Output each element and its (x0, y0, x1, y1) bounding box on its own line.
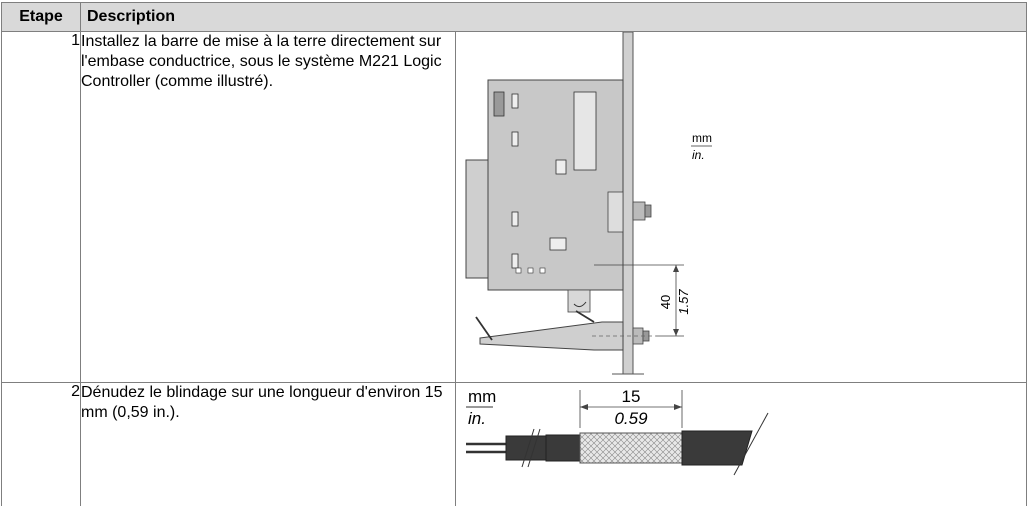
header-description: Description (79, 2, 1027, 32)
step-description: Installez la barre de mise à la terre di… (80, 31, 456, 383)
unit-mm-label: mm (468, 387, 496, 406)
unit-in-label: in. (692, 148, 705, 162)
cable-stripping-illustration: mm in. 15 0.59 (466, 387, 769, 476)
dim-mm-label: 40 (658, 295, 673, 309)
unit-mm-label: mm (692, 131, 712, 145)
dim-mm-label: 15 (622, 387, 641, 406)
step-number: 2 (1, 382, 81, 506)
table-row: 1 Installez la barre de mise à la terre … (1, 31, 1027, 383)
step-figure: mm in. 15 0.59 (454, 382, 1027, 506)
table-header-row: Etape Description (1, 2, 1027, 32)
header-step: Etape (1, 2, 81, 32)
step-figure: 40 1.57 mm in. (454, 31, 1027, 383)
dim-in-label: 1.57 (676, 289, 691, 315)
step-description: Dénudez le blindage sur une longueur d'e… (80, 382, 456, 506)
unit-in-label: in. (468, 409, 486, 428)
dim-in-label: 0.59 (614, 409, 648, 428)
table-row: 2 Dénudez le blindage sur une longueur d… (1, 382, 1027, 506)
step-number: 1 (1, 31, 81, 383)
grounding-bar-installation-illustration: 40 1.57 mm in. (465, 32, 712, 375)
